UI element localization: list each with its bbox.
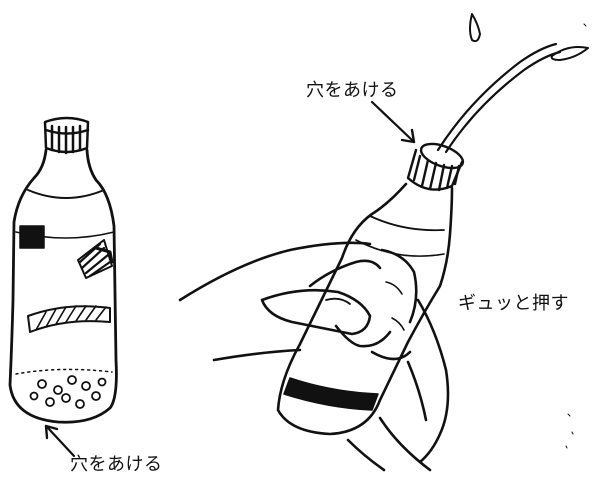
- cap-hole-label: 穴をあける: [306, 76, 399, 102]
- right-bottle-cap: [408, 139, 466, 190]
- hatched-label-patch: [78, 240, 112, 278]
- droplet-left: [470, 14, 480, 41]
- speckles: [566, 24, 586, 448]
- right-bottle-band: [284, 378, 378, 410]
- bottom-holes: [31, 376, 106, 408]
- left-bottle: [10, 118, 116, 456]
- dark-label-patch: [20, 226, 44, 248]
- arrow-cap-hole: [372, 102, 414, 142]
- hand: [180, 243, 448, 470]
- bottom-holes-label: 穴をあける: [70, 450, 163, 476]
- hatched-band: [28, 306, 110, 332]
- left-bottle-cap: [45, 118, 88, 153]
- squeeze-label: ギュッと押す: [458, 289, 569, 315]
- water-stream: [438, 44, 560, 152]
